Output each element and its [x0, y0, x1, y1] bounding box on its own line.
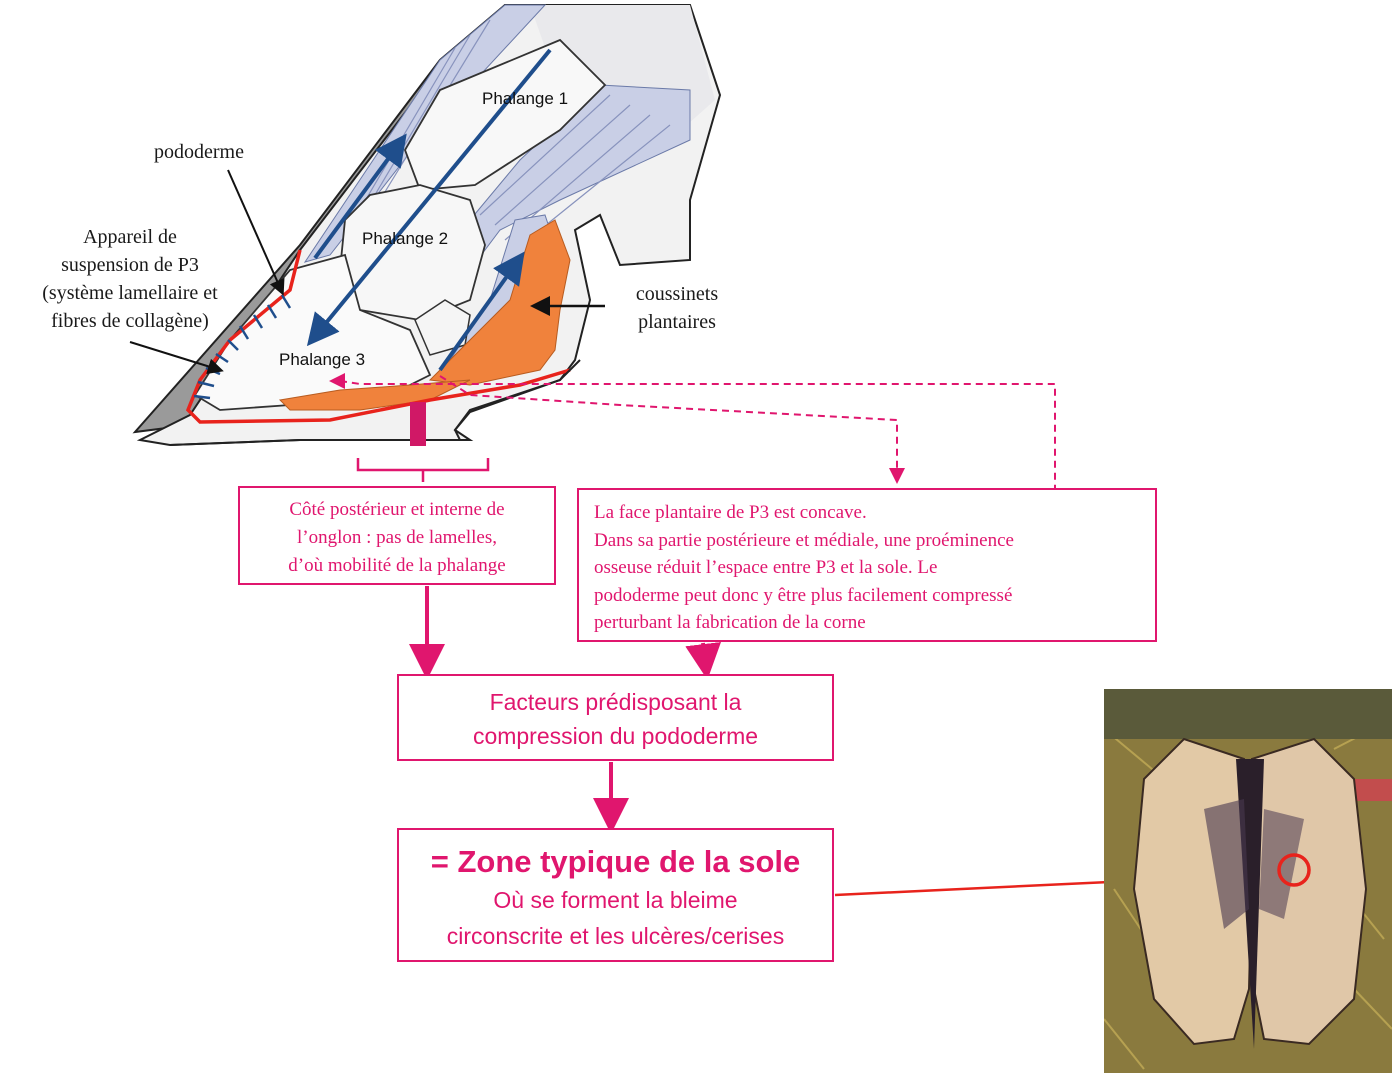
plantar-line-3: osseuse réduit l’espace entre P3 et la s… [594, 557, 938, 578]
appareil-line-4: fibres de collagène) [51, 310, 209, 332]
pointer-pododerme [227, 169, 285, 296]
plantar-cushion [428, 219, 571, 386]
plantar-line-2: Dans sa partie postérieure et médiale, u… [594, 529, 1014, 551]
box-plantar-face: La face plantaire de P3 est concave. Dan… [577, 488, 1157, 642]
box-typical-zone: = Zone typique de la sole Où se forment … [397, 828, 834, 962]
plantar-line-1: La face plantaire de P3 est concave. [594, 502, 867, 523]
zone-sub-line-2: circonscrite et les ulcères/cerises [446, 923, 785, 949]
coussinets-line-2: plantaires [638, 311, 716, 333]
flow-arrow-2 [685, 642, 722, 680]
plantar-line-5: perturbant la fabrication de la corne [594, 612, 866, 633]
dashed-connector-2 [439, 375, 905, 484]
zone-title: = Zone typique de la sole [430, 844, 801, 879]
posterior-line-3: d’où mobilité de la phalange [288, 555, 506, 576]
claw-sole-photo [1104, 689, 1392, 1073]
plantar-line-4: pododerme peut donc y être plus facileme… [594, 584, 1013, 606]
posterior-line-1: Côté postérieur et interne de [289, 499, 505, 520]
posterior-line-2: l’onglon : pas de lamelles, [297, 527, 497, 548]
phalange-2-bone [339, 184, 486, 321]
label-coussinets: coussinets plantaires [617, 280, 737, 336]
coussinets-line-1: coussinets [635, 283, 719, 305]
lesion-circle [1277, 853, 1311, 887]
appareil-line-2: suspension de P3 [61, 254, 199, 276]
pointer-appareil [129, 341, 224, 375]
axis-arrow-main [306, 48, 552, 347]
zone-sub-line-1: Où se forment la bleime [493, 887, 738, 913]
appareil-line-3: (système lamellaire et [42, 282, 218, 304]
factors-line-2: compression du pododerme [472, 723, 759, 749]
appareil-line-1: Appareil de [83, 226, 177, 248]
label-phalange-2: Phalange 2 [362, 229, 449, 248]
sole-bracket [356, 458, 490, 482]
label-phalange-3: Phalange 3 [279, 350, 366, 369]
box-predisposing-factors: Facteurs prédisposant la compression du … [397, 674, 834, 761]
flexor-tendon [449, 84, 691, 301]
axis-arrow-flexor [438, 251, 525, 372]
label-pododerme: pododerme [154, 141, 244, 163]
pododerm-line [185, 249, 571, 424]
zone-subtitle: Où se forment la bleime circonscrite et … [399, 882, 832, 954]
label-appareil-suspension: Appareil de suspension de P3 (système la… [15, 223, 245, 335]
dashed-connector-1 [339, 380, 1063, 524]
factors-line-1: Facteurs prédisposant la [489, 689, 742, 715]
axis-arrow-dorsal [313, 133, 407, 260]
box-posterior-side: Côté postérieur et interne de l’onglon :… [238, 486, 556, 585]
label-phalange-1: Phalange 1 [482, 89, 569, 108]
phalange-1-bone [404, 38, 607, 191]
sole-thickness-bar [410, 402, 426, 446]
